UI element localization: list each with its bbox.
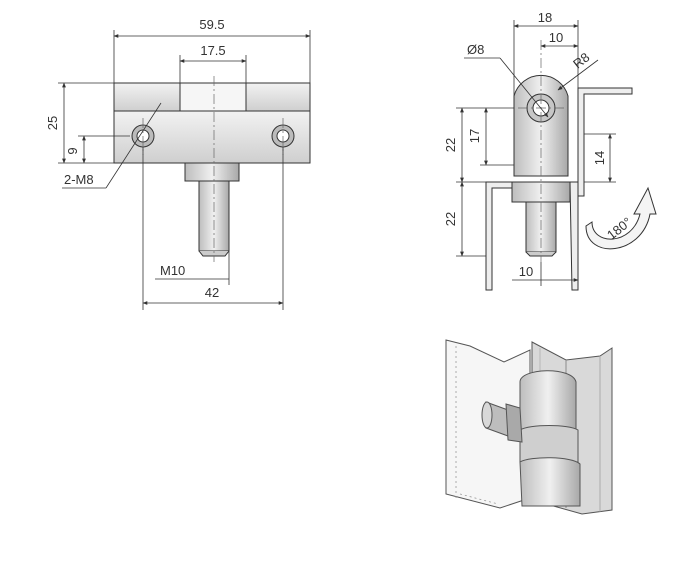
dim-knuckle-radius: R8	[570, 49, 592, 71]
side-bracket-plate	[577, 87, 633, 197]
dim-leaf-lower: 22	[443, 212, 458, 226]
dim-leaf-upper: 22	[443, 138, 458, 152]
dim-width-overall: 59.5	[199, 17, 224, 32]
dim-knuckle-width: 17.5	[200, 43, 225, 58]
dim-hole-height: 9	[65, 147, 80, 154]
hinge-knuckle-center	[179, 82, 247, 112]
stud-base	[184, 162, 240, 182]
dim-knuckle-offset: 10	[549, 30, 563, 45]
dim-depth-overall: 18	[538, 10, 552, 25]
front-view: 59.5 17.5 25 9 2-M8 M10 42	[45, 17, 311, 310]
iso-nut	[505, 403, 523, 443]
dim-pin-height: 17	[467, 129, 482, 143]
dim-hole-spec: 2-M8	[64, 172, 94, 187]
dim-stud-width: 10	[519, 264, 533, 279]
hinge-3d-icon	[445, 339, 613, 515]
side-leaf-plate	[485, 181, 513, 291]
dim-pin-diameter: Ø8	[467, 42, 484, 57]
dim-bracket-height: 14	[592, 151, 607, 165]
dim-height-overall: 25	[45, 116, 60, 130]
iso-knuckle-lower	[519, 457, 581, 507]
dim-hole-spacing: 42	[205, 285, 219, 300]
iso-knuckle-upper	[519, 370, 577, 431]
rotation-arrow-icon	[585, 186, 657, 250]
dim-stud-thread: M10	[160, 263, 185, 278]
side-view: 18 10 Ø8 R8 22 17 14 22 10	[443, 10, 657, 291]
iso-knuckle-middle	[519, 425, 579, 463]
